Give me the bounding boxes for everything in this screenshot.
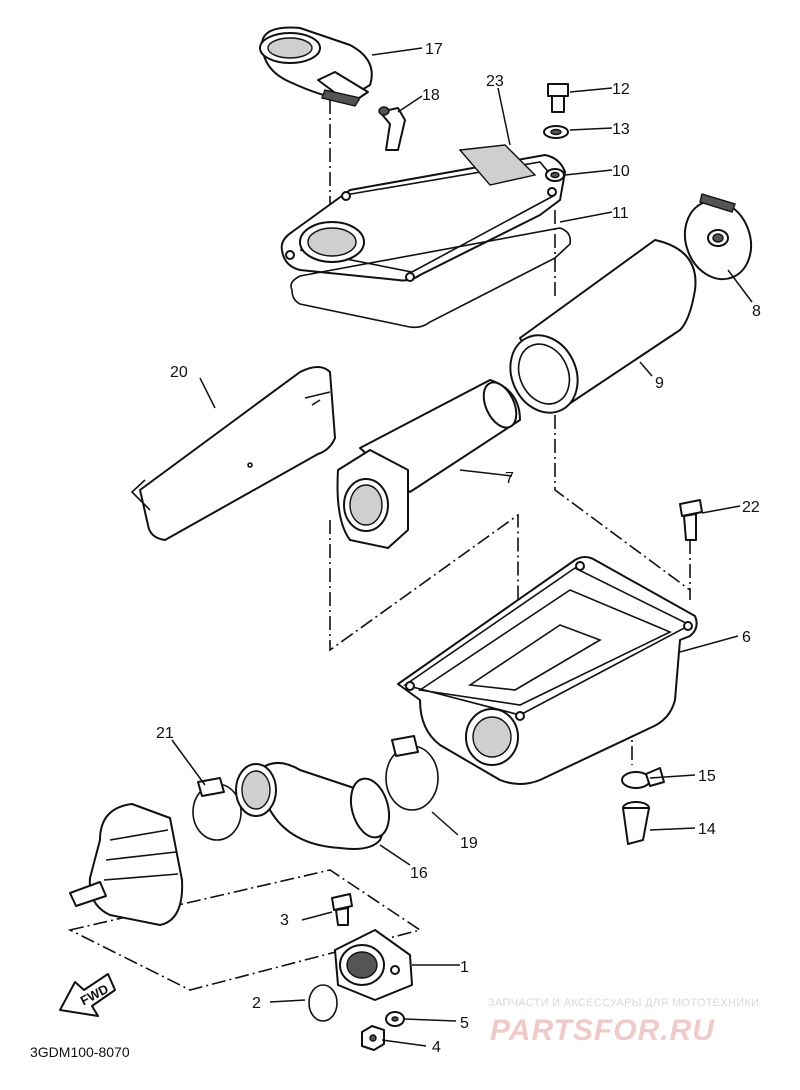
callout-3: 3 [280, 912, 289, 929]
part-6-filter-case [397, 556, 698, 785]
watermark-brand: PARTSFOR.RU [490, 1014, 715, 1047]
part-20-sealing-plate [130, 366, 336, 541]
callout-numbers: 1 2 3 4 5 6 7 8 9 10 11 12 13 14 15 16 1… [156, 41, 761, 1056]
watermark-subtitle: ЗАПЧАСТИ И АКСЕССУАРЫ ДЛЯ МОТОТЕХНИКИ [488, 997, 759, 1009]
part-5-washer [385, 1011, 405, 1027]
callout-leaders [171, 47, 753, 1047]
callout-5: 5 [460, 1015, 469, 1032]
part-1-carburetor-joint [334, 929, 413, 1001]
part-8-end-plate [683, 193, 753, 281]
callout-22: 22 [742, 499, 760, 516]
part-23-case-cover [280, 144, 566, 282]
callout-4: 4 [432, 1039, 441, 1056]
part-21-hose-clamp [192, 777, 242, 841]
callout-16: 16 [410, 865, 428, 882]
part-12-screw [547, 83, 569, 113]
part-22-bolt [679, 499, 703, 541]
callout-20: 20 [170, 364, 188, 381]
part-7-element-guide [336, 379, 521, 549]
callout-18: 18 [422, 87, 440, 104]
callout-1: 1 [460, 959, 469, 976]
callout-2: 2 [252, 995, 261, 1012]
part-10-grommet [545, 168, 565, 182]
callout-9: 9 [655, 375, 664, 392]
callout-11: 11 [612, 205, 629, 222]
part-11-cover-gasket [290, 227, 572, 329]
callout-21: 21 [156, 725, 174, 742]
callout-8: 8 [752, 303, 761, 320]
part-9-filter-element [509, 239, 697, 414]
callout-15: 15 [698, 768, 716, 785]
part-4-nut [361, 1025, 385, 1051]
part-16-joint-hose [235, 761, 391, 850]
fwd-arrow: FWD [59, 973, 116, 1017]
callout-12: 12 [612, 81, 630, 98]
part-15-drain-clamp [621, 767, 665, 789]
part-13-washer [543, 125, 569, 139]
callout-14: 14 [698, 821, 716, 838]
callout-19: 19 [460, 835, 478, 852]
callout-7: 7 [505, 470, 514, 487]
part-18-breather-hose [378, 106, 406, 151]
callout-23: 23 [486, 73, 504, 90]
part-14-drain-plug [622, 801, 650, 845]
diagram-code: 3GDM100-8070 [30, 1044, 130, 1060]
part-17-intake-duct [259, 26, 373, 107]
callout-13: 13 [612, 121, 630, 138]
part-2-o-ring [308, 984, 338, 1022]
carburetor-reference [69, 803, 184, 926]
watermark: ЗАПЧАСТИ И АКСЕССУАРЫ ДЛЯ МОТОТЕХНИКИ PA… [488, 997, 759, 1047]
callout-17: 17 [425, 41, 443, 58]
callout-10: 10 [612, 163, 630, 180]
part-19-hose-clamp [385, 735, 439, 811]
callout-6: 6 [742, 629, 751, 646]
part-3-screw [331, 893, 353, 926]
